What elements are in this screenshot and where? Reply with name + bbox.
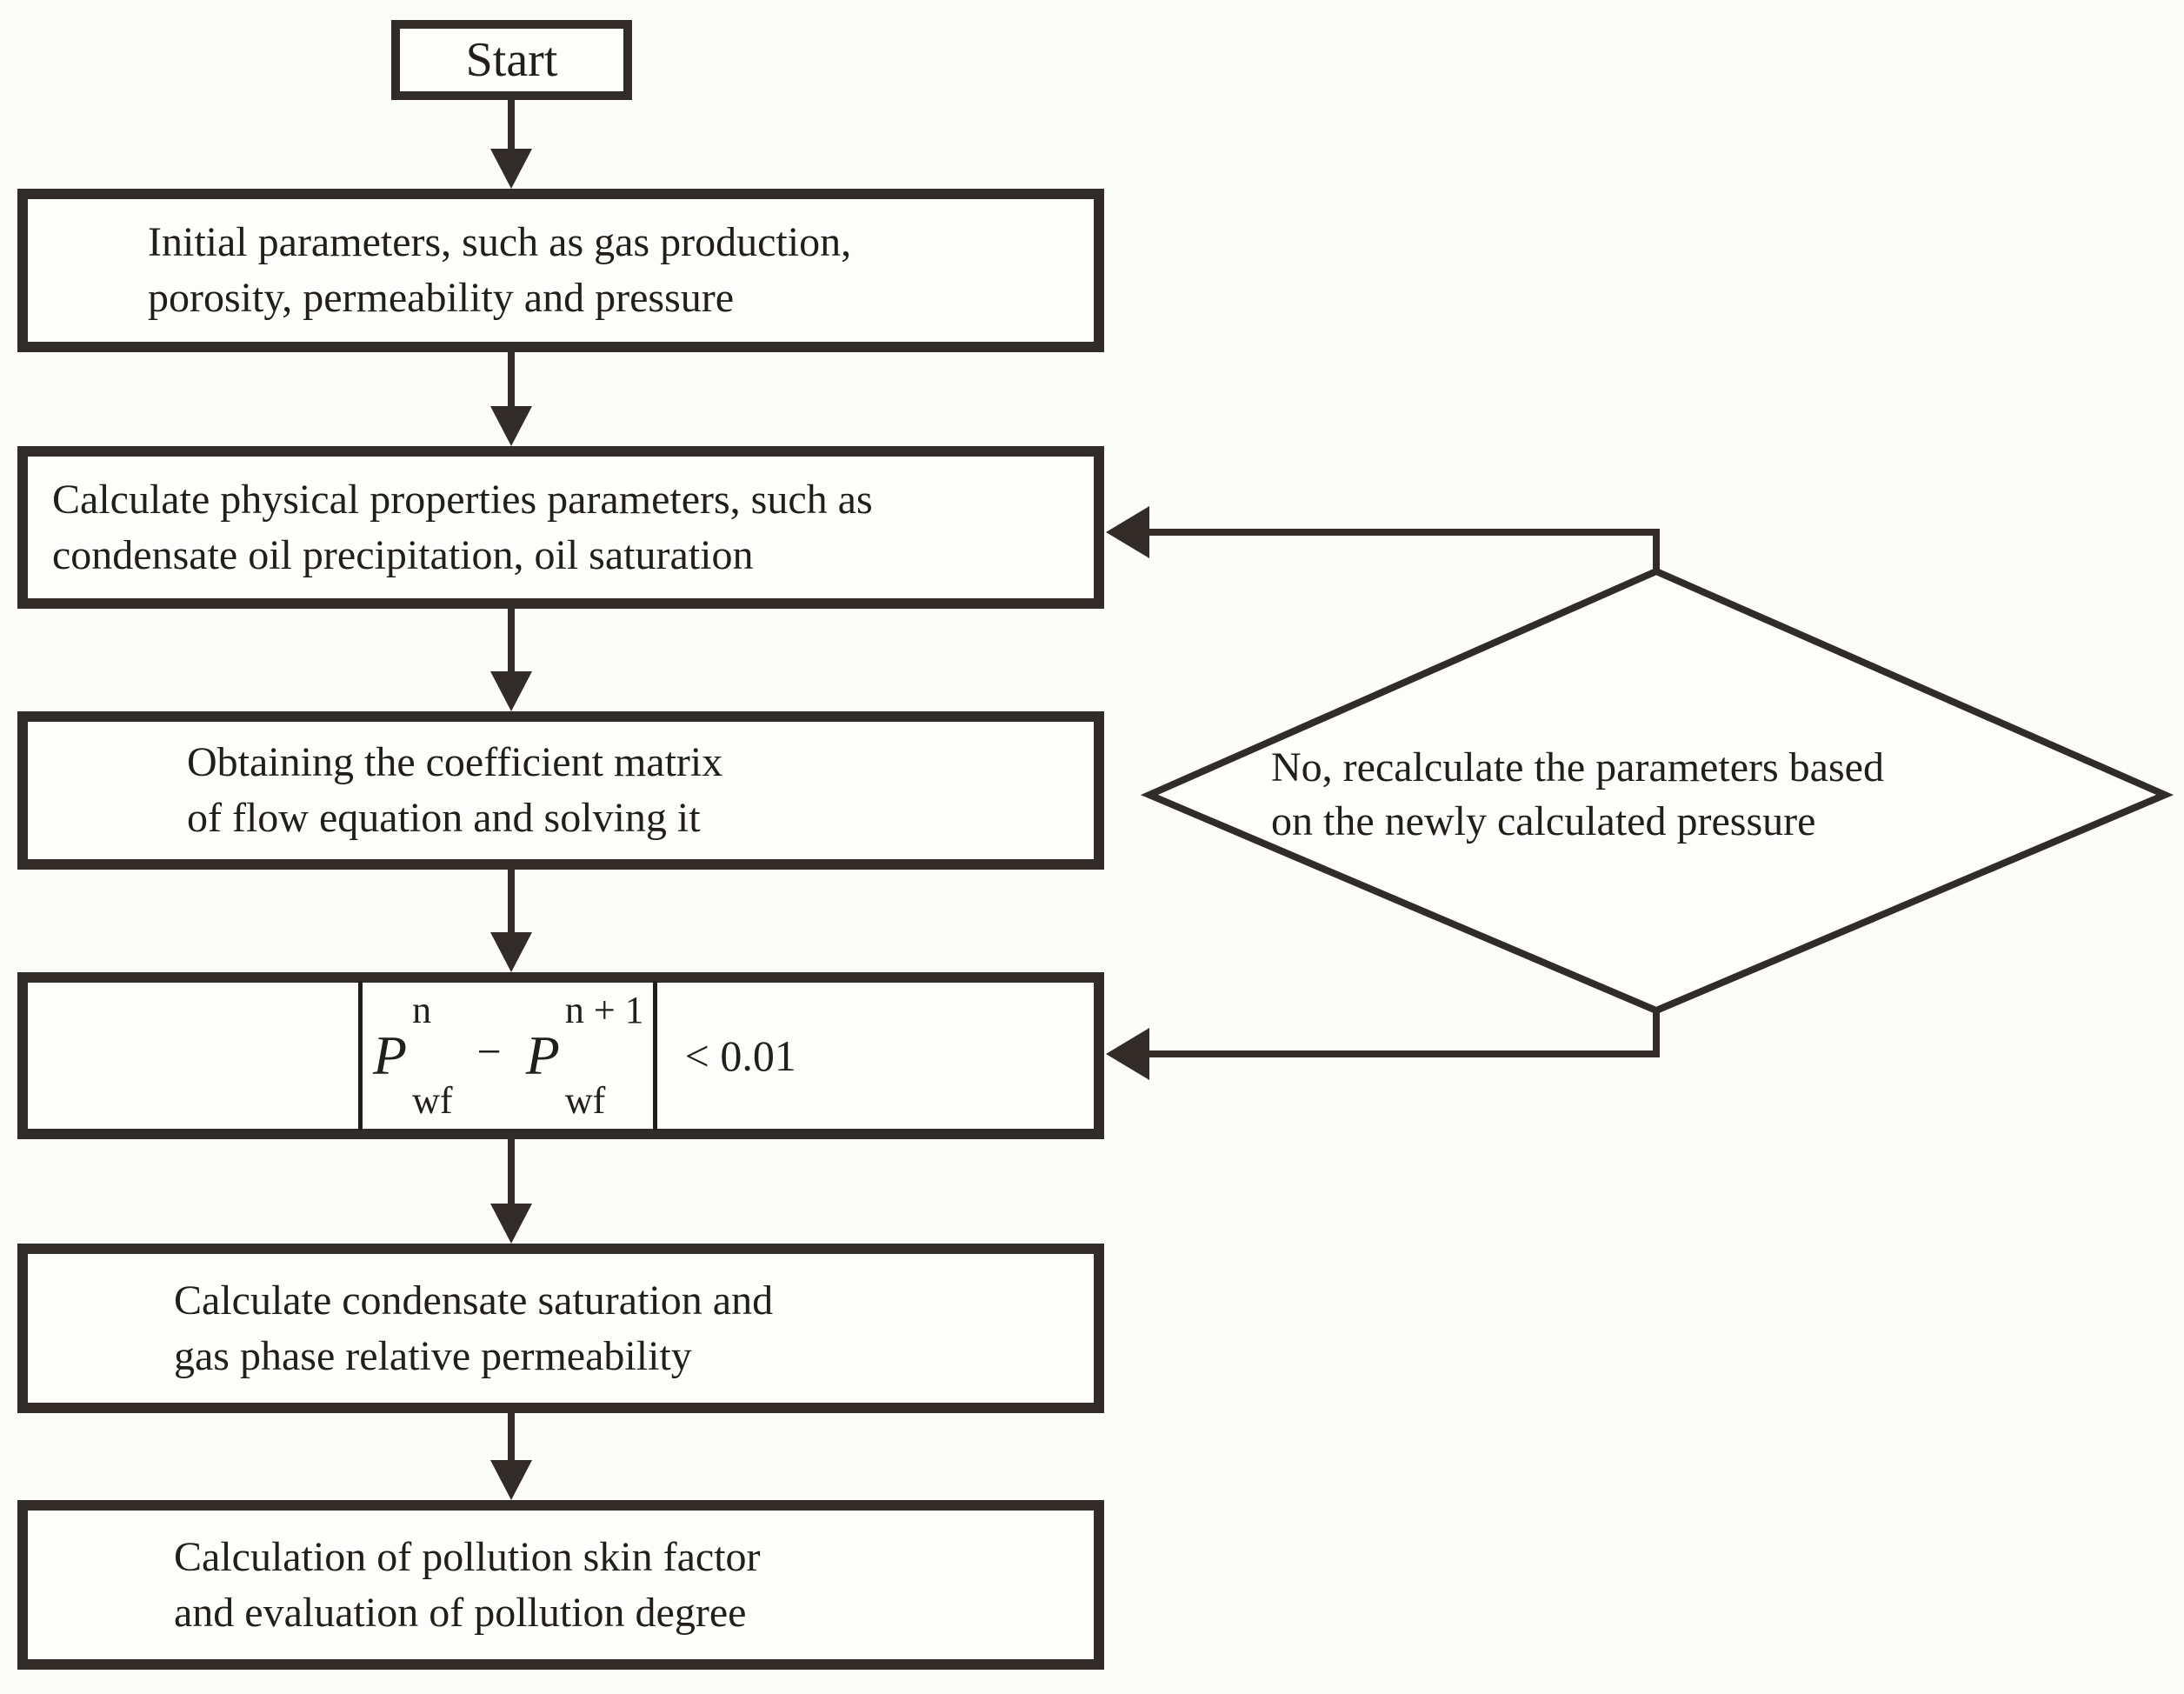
connector-check-to-saturation xyxy=(508,1139,515,1207)
decision-text-line: on the newly calculated pressure xyxy=(1271,798,1816,844)
connector-initial-to-physical xyxy=(508,352,515,410)
box-text-line: condensate oil precipitation, oil satura… xyxy=(52,531,754,578)
superscript-n-plus-1: n + 1 xyxy=(564,989,644,1031)
loop-line-top-horizontal xyxy=(1144,529,1660,536)
box-text-line: Calculation of pollution skin factor xyxy=(174,1533,761,1580)
abs-bar-left xyxy=(358,981,363,1130)
subscript-wf: wf xyxy=(564,1079,606,1122)
process-box-coefficient-matrix: Obtaining the coefficient matrix of flow… xyxy=(17,711,1104,870)
box-text-line: porosity, permeability and pressure xyxy=(148,275,735,321)
process-box-pollution-skin-factor: Calculation of pollution skin factor and… xyxy=(17,1500,1104,1670)
start-box: Start xyxy=(391,20,632,100)
decision-text-line: No, recalculate the parameters based xyxy=(1271,744,1884,790)
convergence-formula: P n wf − P n + 1 wf < 0.01 xyxy=(358,981,1094,1130)
process-box-physical-properties: Calculate physical properties parameters… xyxy=(17,446,1104,609)
minus-sign: − xyxy=(476,1027,502,1076)
process-box-convergence-check: P n wf − P n + 1 wf < 0.01 xyxy=(17,972,1104,1139)
process-box-condensate-saturation: Calculate condensate saturation and gas … xyxy=(17,1244,1104,1413)
box-text-line: Calculate physical properties parameters… xyxy=(52,476,873,523)
condition-text: < 0.01 xyxy=(684,1031,796,1080)
abs-bar-right xyxy=(652,981,657,1130)
superscript-n: n xyxy=(412,989,432,1031)
arrowhead-left-icon xyxy=(1106,506,1149,558)
connector-saturation-to-pollution xyxy=(508,1413,515,1464)
decision-diamond-label: No, recalculate the parameters based on … xyxy=(1271,741,2106,849)
arrowhead-down-icon xyxy=(490,406,532,446)
box-text-line: Calculate condensate saturation and xyxy=(174,1277,774,1324)
superscript-subscript-stack: n + 1 wf xyxy=(565,991,644,1120)
box-text-line: Initial parameters, such as gas producti… xyxy=(148,219,852,265)
loop-line-bottom-vertical xyxy=(1653,1007,1660,1057)
box-text-line: and evaluation of pollution degree xyxy=(174,1589,747,1636)
subscript-wf: wf xyxy=(412,1079,453,1122)
box-text-line: gas phase relative permeability xyxy=(174,1332,692,1379)
pressure-symbol: P xyxy=(525,1024,560,1086)
connector-physical-to-matrix xyxy=(508,609,515,674)
arrowhead-down-icon xyxy=(490,671,532,711)
arrowhead-down-icon xyxy=(490,1204,532,1244)
superscript-subscript-stack: n wf xyxy=(412,991,452,1120)
box-text-line: Obtaining the coefficient matrix xyxy=(187,739,723,785)
arrowhead-down-icon xyxy=(490,1460,532,1500)
connector-start-to-initial xyxy=(508,100,515,154)
loop-line-bottom-horizontal xyxy=(1144,1050,1660,1057)
pressure-symbol: P xyxy=(373,1024,408,1086)
loop-line-top-vertical xyxy=(1653,529,1660,575)
process-box-initial-parameters: Initial parameters, such as gas producti… xyxy=(17,189,1104,352)
connector-matrix-to-check xyxy=(508,870,515,935)
arrowhead-down-icon xyxy=(490,932,532,972)
start-label: Start xyxy=(465,33,558,87)
box-text-line: of flow equation and solving it xyxy=(187,795,701,841)
arrowhead-left-icon xyxy=(1106,1028,1149,1080)
arrowhead-down-icon xyxy=(490,149,532,189)
